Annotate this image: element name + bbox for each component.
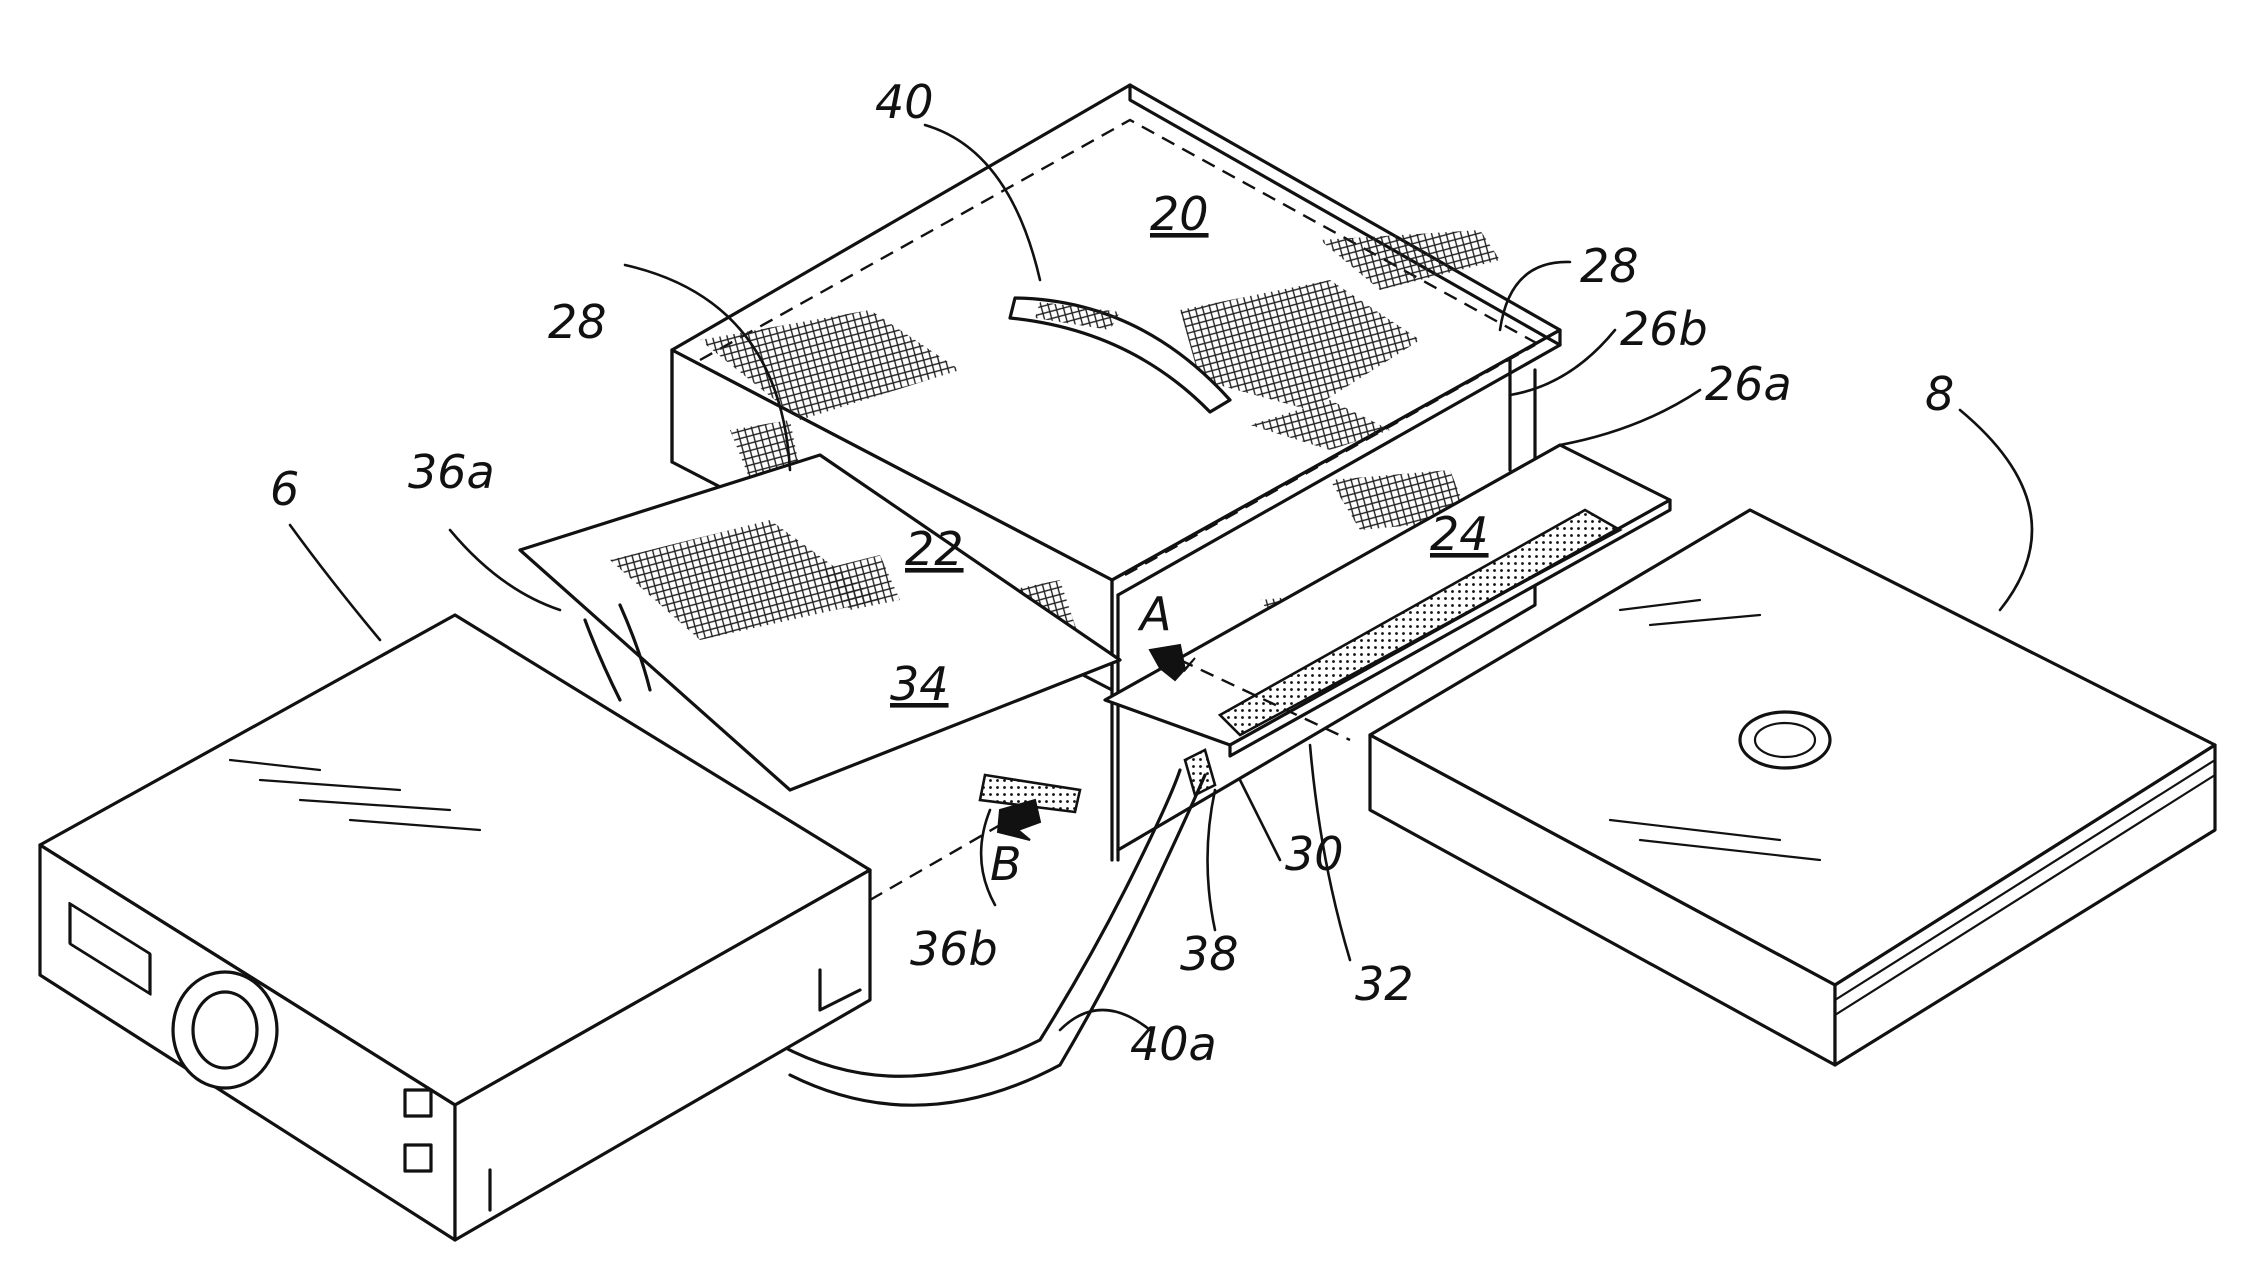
label-26a: 26a — [1705, 357, 1792, 411]
device-button — [1740, 712, 1830, 768]
label-36b: 36b — [910, 922, 998, 976]
label-A: A — [1137, 587, 1171, 641]
label-22: 22 — [905, 522, 964, 576]
label-8: 8 — [1925, 367, 1954, 421]
arrow-B — [998, 800, 1040, 840]
label-40a: 40a — [1130, 1017, 1217, 1071]
label-20: 20 — [1150, 187, 1209, 241]
label-32: 32 — [1355, 957, 1414, 1011]
label-30: 30 — [1285, 827, 1344, 881]
label-34: 34 — [890, 657, 949, 711]
label-36a: 36a — [408, 445, 495, 499]
label-40: 40 — [875, 75, 934, 129]
label-26b: 26b — [1620, 302, 1708, 356]
label-28-right: 28 — [1580, 239, 1639, 293]
label-B: B — [990, 837, 1022, 891]
label-24: 24 — [1430, 507, 1489, 561]
label-38: 38 — [1180, 927, 1239, 981]
label-28-left: 28 — [548, 295, 607, 349]
label-6: 6 — [270, 462, 299, 516]
projector-lens — [173, 972, 277, 1088]
